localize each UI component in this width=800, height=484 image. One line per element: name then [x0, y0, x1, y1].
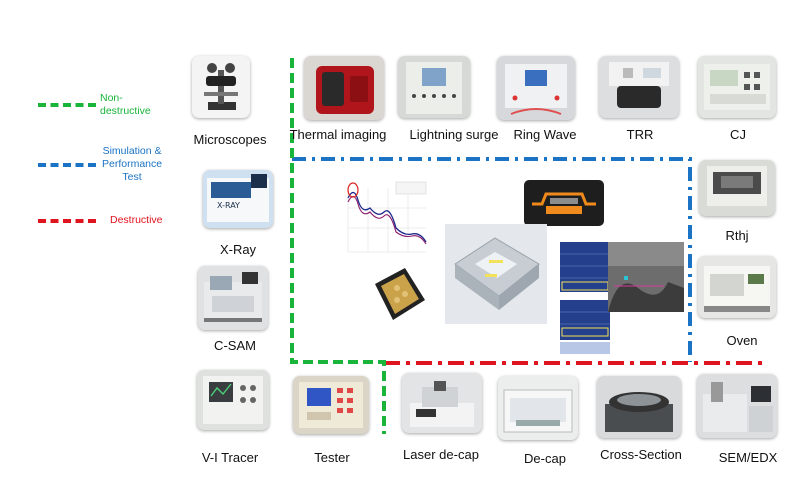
csam-label: C-SAM: [214, 338, 256, 353]
xray-label: X-Ray: [219, 242, 257, 257]
vi-tracer-label: V-I Tracer: [201, 450, 259, 465]
microscopes-label: Microscopes: [193, 132, 267, 147]
xray-image: X-RAY: [203, 170, 273, 228]
decap-label: De-cap: [524, 451, 566, 466]
tester-label: Tester: [314, 450, 350, 465]
lightning-surge-label: Lightning surge: [409, 127, 499, 142]
thermal-imaging-label: Thermal imaging: [289, 127, 387, 142]
legend-non-destructive-line: [38, 103, 96, 107]
measurement-curve-chart-image: [338, 178, 428, 258]
xray-badge-text: X-RAY: [217, 201, 240, 210]
decap-image: [498, 376, 578, 440]
ring-wave-image: [497, 56, 575, 120]
sem-edx-label: SEM/EDX: [718, 450, 778, 465]
oven-image: [698, 256, 776, 318]
sem-micrograph-image: [608, 242, 684, 312]
vi-tracer-image: [197, 370, 269, 430]
thermal-imaging-image: [304, 56, 384, 120]
legend-simulation-line: [38, 163, 96, 167]
trr-image: [599, 56, 679, 118]
ring-wave-label: Ring Wave: [513, 127, 577, 142]
legend-non-destructive-label: Non- destructive: [100, 92, 151, 117]
edx-results-table-image: [560, 242, 610, 354]
csam-image: [198, 266, 268, 330]
simulation-3d-model-image: [445, 224, 547, 324]
cj-label: CJ: [730, 127, 746, 142]
laser-decap-label: Laser de-cap: [403, 447, 479, 462]
tester-image: [293, 376, 369, 434]
cross-section-label: Cross-Section: [600, 447, 682, 462]
rthj-image: [699, 160, 775, 216]
oven-label: Oven: [726, 333, 758, 348]
legend-simulation-label: Simulation & Performance Test: [102, 145, 163, 183]
legend-destructive-line: [38, 219, 96, 223]
microscopes-image: [192, 56, 250, 118]
package-cross-section-image: [524, 180, 604, 226]
chip-package-image: [367, 264, 429, 326]
sem-edx-image: [697, 374, 777, 438]
legend-destructive-label: Destructive: [110, 214, 163, 226]
lightning-surge-image: [398, 56, 470, 118]
trr-label: TRR: [626, 127, 654, 142]
rthj-label: Rthj: [725, 228, 749, 243]
cross-section-image: [597, 376, 681, 438]
cj-image: [698, 56, 776, 118]
laser-decap-image: [402, 373, 482, 433]
